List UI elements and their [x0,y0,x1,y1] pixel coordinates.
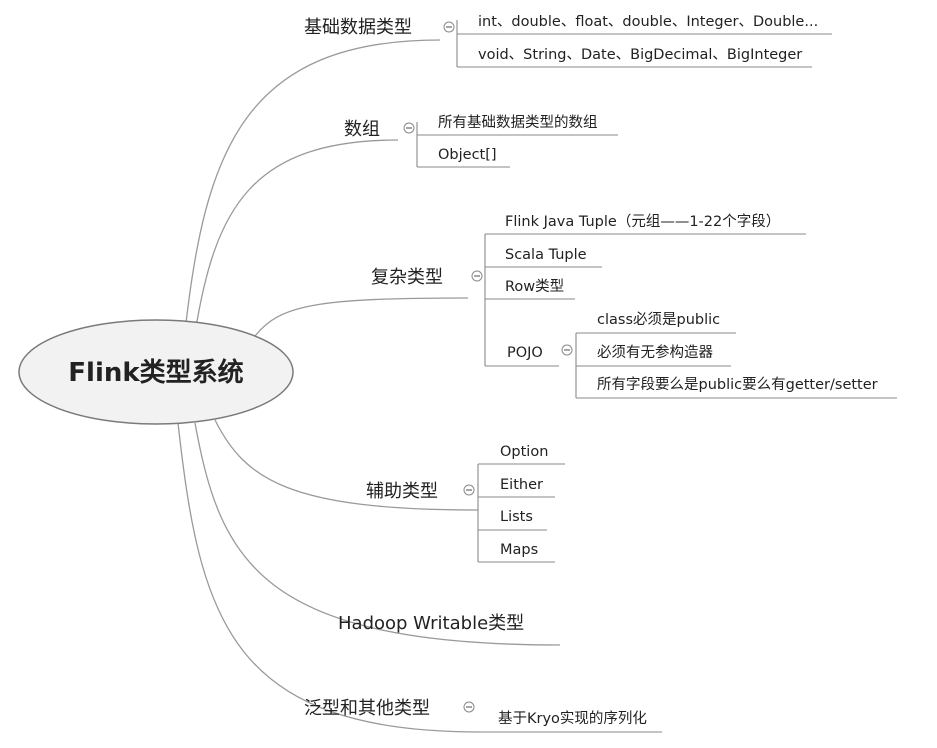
branch-label-auxiliary: 辅助类型 [366,481,438,502]
bracket-composite [484,233,806,367]
branch-label-generic: 泛型和其他类型 [304,698,430,719]
collapse-basic-icon[interactable] [443,21,455,33]
collapse-composite-icon[interactable] [471,270,483,282]
branch-label-hadoop: Hadoop Writable类型 [338,613,524,634]
branch-generic[interactable]: 泛型和其他类型 [304,698,430,719]
connector-hadoop [194,422,561,646]
leaf-array-object[interactable]: Object[] [438,147,497,163]
leaf-pojo-noarg-ctor[interactable]: 必须有无参构造器 [597,344,713,361]
bracket-basic [456,20,832,68]
leaf-pojo[interactable]: POJO [507,345,543,361]
leaf-either[interactable]: Either [500,477,543,493]
collapse-generic-icon[interactable] [463,701,475,713]
connector-array [194,139,399,334]
leaf-pojo-fields[interactable]: 所有字段要么是public要么有getter/setter [597,376,878,393]
collapse-array-icon[interactable] [403,122,415,134]
leaf-java-tuple[interactable]: Flink Java Tuple（元组——1-22个字段） [505,213,780,230]
collapse-pojo-icon[interactable] [561,344,573,356]
root-label: Flink类型系统 [68,357,243,388]
branch-label-array: 数组 [344,119,380,140]
branch-array[interactable]: 数组 [344,119,380,140]
leaf-lists[interactable]: Lists [500,509,533,525]
connector-basic [184,39,441,333]
leaf-option[interactable]: Option [500,444,548,460]
bracket-pojo [575,332,897,399]
branch-basic[interactable]: 基础数据类型 [304,17,412,38]
branch-label-basic: 基础数据类型 [304,17,412,38]
connector-auxiliary [214,419,479,511]
branch-composite[interactable]: 复杂类型 [371,267,443,288]
leaf-basic-objects[interactable]: void、String、Date、BigDecimal、BigInteger [478,47,802,63]
bracket-array [416,122,618,168]
connector-composite [254,297,469,337]
leaf-array-primitive[interactable]: 所有基础数据类型的数组 [438,114,598,131]
leaf-basic-primitives[interactable]: int、double、float、double、Integer、Double..… [478,14,818,30]
leaf-scala-tuple[interactable]: Scala Tuple [505,247,587,263]
collapse-auxiliary-icon[interactable] [463,484,475,496]
connector-generic [177,422,481,733]
branch-hadoop[interactable]: Hadoop Writable类型 [338,613,524,634]
root-node[interactable]: Flink类型系统 [18,319,294,425]
leaf-maps[interactable]: Maps [500,542,538,558]
leaf-pojo-public-class[interactable]: class必须是public [597,311,720,328]
leaf-row-type[interactable]: Row类型 [505,278,564,295]
branch-label-composite: 复杂类型 [371,267,443,288]
branch-auxiliary[interactable]: 辅助类型 [366,481,438,502]
bracket-auxiliary [477,463,565,563]
leaf-kryo[interactable]: 基于Kryo实现的序列化 [498,710,647,727]
